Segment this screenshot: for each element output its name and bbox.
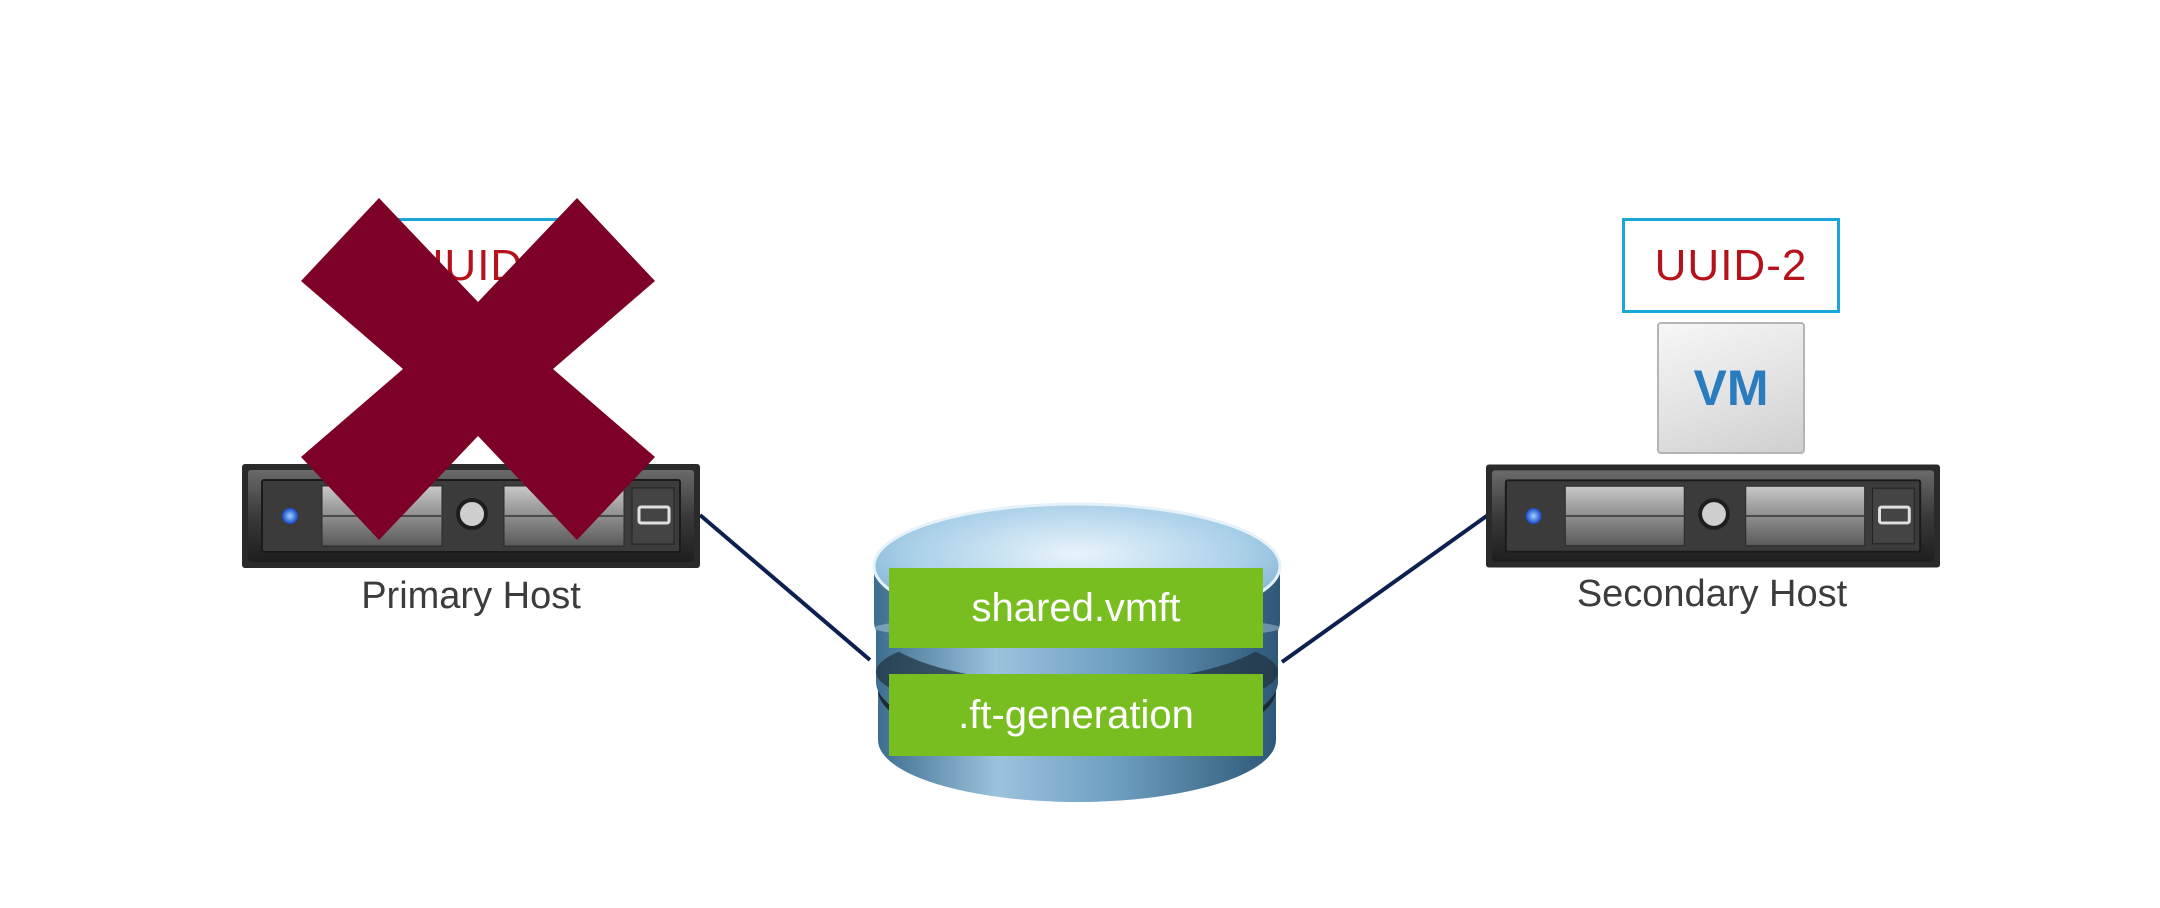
file-label-ft-generation: .ft-generation — [958, 692, 1194, 737]
x-mark-icon — [301, 198, 655, 540]
file-bar-ft-generation: .ft-generation — [889, 674, 1263, 756]
secondary-host-label: Secondary Host — [1576, 573, 1848, 615]
file-bar-shared-vmft: shared.vmft — [889, 568, 1263, 648]
datastore-disk-icon — [872, 502, 1282, 802]
primary-host-label: Primary Host — [361, 575, 581, 617]
secondary-uuid-box: UUID-2 — [1622, 218, 1840, 313]
file-label-shared-vmft: shared.vmft — [971, 585, 1181, 630]
secondary-server-icon — [1486, 464, 1940, 568]
vm-tile: VM — [1657, 322, 1805, 454]
primary-to-datastore-link — [698, 513, 872, 662]
vm-label: VM — [1693, 360, 1769, 416]
secondary-uuid-label: UUID-2 — [1654, 240, 1808, 290]
secondary-to-datastore-link — [1280, 513, 1490, 664]
